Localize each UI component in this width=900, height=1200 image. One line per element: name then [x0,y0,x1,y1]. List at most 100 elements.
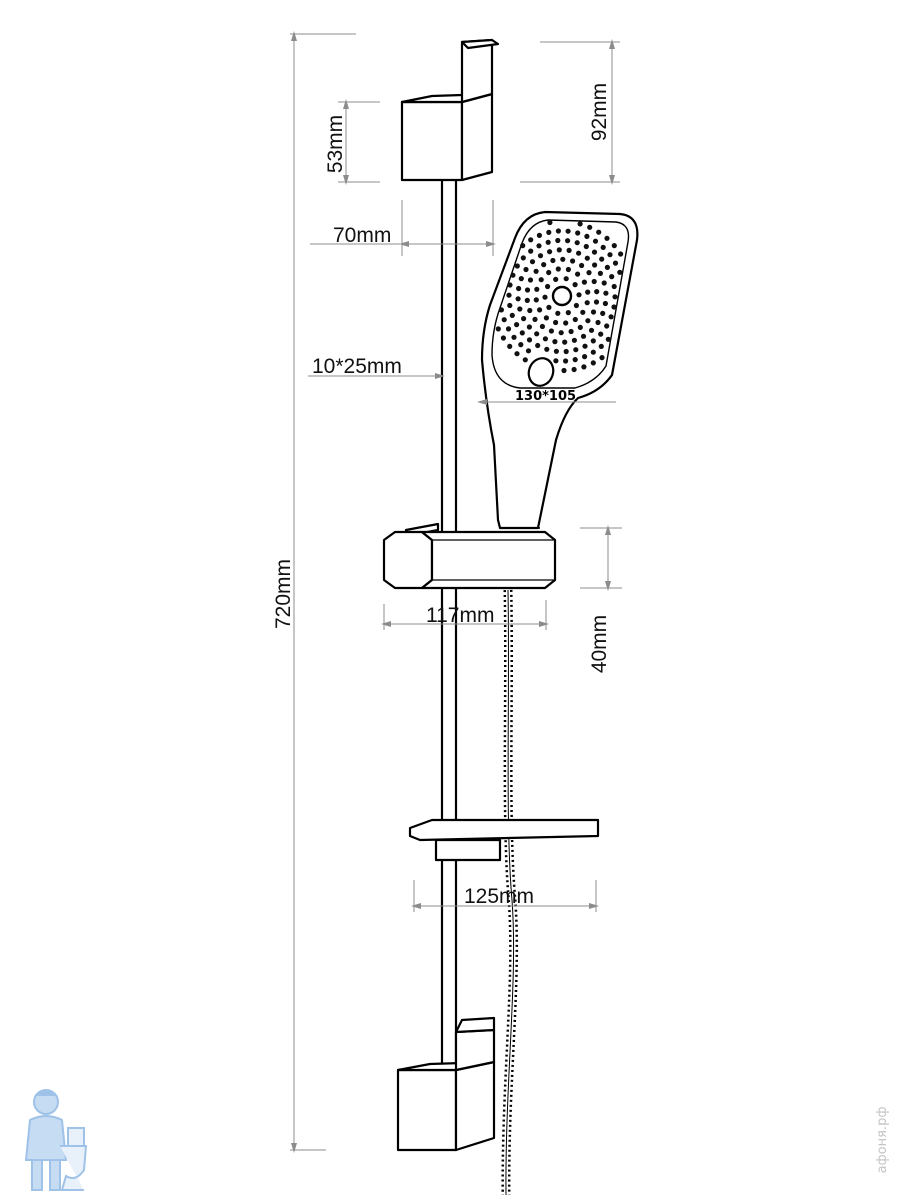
nozzle-dot [507,302,513,309]
nozzle-dot [514,263,520,269]
nozzle-dot [553,358,559,364]
dim-total-height [290,31,356,1153]
nozzle-dot [517,306,523,312]
nozzle-dot [542,336,549,342]
dim-holder-width [381,600,549,630]
nozzle-dot [533,268,539,274]
nozzle-dot [595,319,601,326]
nozzle-dot [591,278,597,285]
nozzle-dot [533,297,539,303]
nozzle-dot [528,248,534,254]
nozzle-dot [514,322,520,328]
nozzle-dot [604,264,611,270]
nozzle-dot [573,302,580,309]
nozzle-dot [580,309,586,315]
hand-shower-head [480,210,639,530]
nozzle-dot [539,323,546,330]
nozzle-dot [574,240,580,246]
label-total-height: 720mm [272,559,295,629]
nozzle-dot [536,232,543,238]
nozzle-dot [515,296,521,302]
nozzle-dot [520,243,526,249]
nozzle-dot [537,253,544,259]
nozzle-dot [604,235,610,241]
nozzle-dot [590,360,596,366]
nozzle-dot [558,330,564,336]
nozzle-dot [585,318,591,324]
nozzle-dot [534,331,540,337]
spray-nozzles [495,219,624,374]
nozzle-dot [592,262,598,268]
nozzle-dot [583,243,589,250]
nozzle-dot [537,307,543,313]
nozzle-dot [611,283,617,290]
nozzle-dot [604,323,610,329]
nozzle-dot [601,280,607,286]
plumber-mascot-icon [24,1089,88,1191]
nozzle-dot [603,290,609,296]
nozzle-dot [582,354,588,360]
nozzle-dot [590,338,596,344]
nozzle-dot [507,282,513,288]
nozzle-dot [505,326,512,332]
nozzle-dot [510,272,516,278]
nozzle-dot [582,343,588,349]
nozzle-dot [525,348,532,354]
nozzle-dot [516,285,522,292]
nozzle-dot [576,292,582,298]
nozzle-dot [527,307,533,314]
center-nozzle-icon [551,285,573,307]
nozzle-dot [596,229,602,235]
nozzle-dot [598,331,604,337]
nozzle-dot [541,262,547,268]
nozzle-dot [519,330,525,336]
label-top-end-height: 92mm [588,83,611,141]
nozzle-dot [592,238,599,244]
nozzle-dot [534,286,540,292]
nozzle-dot [553,348,560,354]
nozzle-dot [532,316,538,322]
nozzle-dot [553,319,559,326]
dim-top-bracket-height [338,99,380,185]
nozzle-dot [568,328,574,335]
nozzle-dot [572,357,578,363]
nozzle-dot [600,310,606,316]
dim-top-end-height [520,39,620,185]
nozzle-dot [520,255,526,261]
nozzle-dot [609,274,615,280]
nozzle-dot [597,270,604,276]
nozzle-dot [576,250,582,256]
nozzle-dot [528,237,534,243]
nozzle-dot [546,304,552,310]
nozzle-dot [495,326,501,332]
nozzle-dot [546,229,552,235]
nozzle-dot [587,224,593,230]
watermark-text: афоня.рф [875,1107,890,1174]
nozzle-dot [565,310,571,316]
nozzle-dot [526,324,533,330]
nozzle-dot [547,249,553,255]
slide-rail [440,158,458,1102]
nozzle-dot [581,279,588,285]
nozzle-dot [572,282,578,288]
nozzle-dot [570,258,576,264]
nozzle-dot [523,266,529,273]
nozzle-dot [545,239,551,245]
nozzle-dot [556,247,562,253]
nozzle-dot [547,219,553,226]
nozzle-dot [581,364,587,370]
nozzle-dot [598,343,604,349]
nozzle-dot [562,339,568,345]
nozzle-dot [518,342,524,348]
nozzle-dot [544,346,550,352]
nozzle-dot [563,276,569,282]
nozzle-dot [575,271,581,277]
nozzle-dot [611,304,617,310]
nozzle-dot [529,259,536,265]
nozzle-dot [575,230,581,236]
nozzle-dot [599,355,605,361]
nozzle-dot [524,287,531,293]
nozzle-dot [605,336,611,342]
nozzle-dot [580,333,587,339]
